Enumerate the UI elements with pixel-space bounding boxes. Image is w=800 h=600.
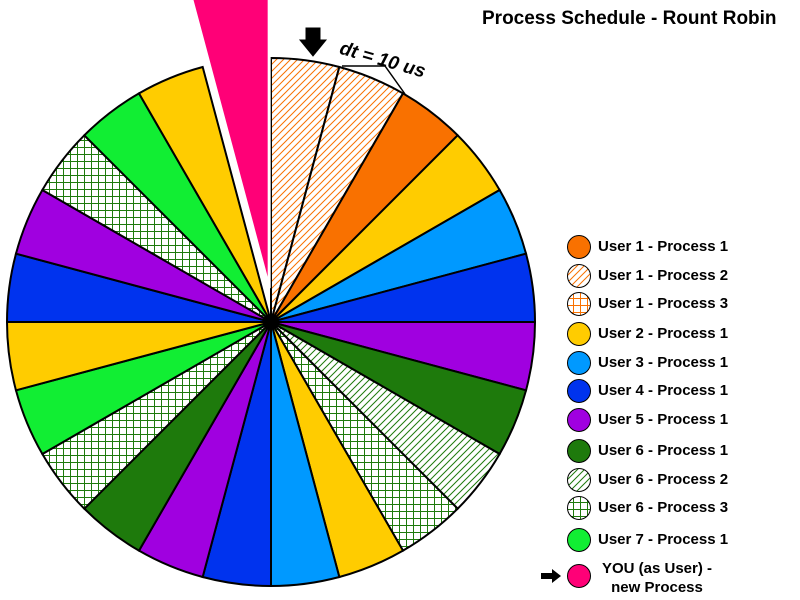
legend: User 1 - Process 1 User 1 - Process 2 User… <box>540 230 800 600</box>
legend-swatch <box>567 264 591 288</box>
legend-label-line: YOU (as User) - <box>601 560 713 577</box>
arrow-right-icon <box>541 569 561 583</box>
legend-label: User 5 - Process 1 <box>598 411 729 428</box>
legend-swatch <box>567 235 591 259</box>
page-title: Process Schedule - Rount Robin <box>482 8 777 29</box>
legend-swatch <box>567 564 591 588</box>
legend-swatch <box>567 468 591 492</box>
legend-label: User 6 - Process 1 <box>598 442 729 459</box>
quantum-annotation <box>298 27 406 95</box>
legend-label: User 6 - Process 2 <box>598 471 729 488</box>
legend-label: User 1 - Process 3 <box>598 295 729 312</box>
legend-label: User 1 - Process 1 <box>598 238 729 255</box>
legend-swatch <box>567 322 591 346</box>
legend-swatch <box>567 496 591 520</box>
legend-label: User 3 - Process 1 <box>598 354 729 371</box>
wheel-slice-u2p1 <box>137 65 272 323</box>
current-slice-arrow-icon <box>298 27 328 57</box>
quantum-bracket <box>342 65 406 95</box>
legend-label: User 4 - Process 1 <box>598 382 729 399</box>
legend-label: User 6 - Process 3 <box>598 499 729 516</box>
legend-label-line: new Process <box>611 579 703 596</box>
legend-label: User 1 - Process 2 <box>598 267 729 284</box>
legend-swatch <box>567 292 591 316</box>
wheel-hub <box>268 319 274 325</box>
legend-swatch <box>567 528 591 552</box>
legend-swatch <box>567 439 591 463</box>
legend-swatch <box>567 408 591 432</box>
wheel-slice-new-process <box>190 0 271 289</box>
legend-label: User 2 - Process 1 <box>598 325 729 342</box>
legend-label: YOU (as User) - new Process <box>592 559 722 597</box>
legend-swatch <box>567 351 591 375</box>
legend-swatch <box>567 379 591 403</box>
legend-label: User 7 - Process 1 <box>598 531 729 548</box>
schedule-wheel <box>5 0 537 588</box>
